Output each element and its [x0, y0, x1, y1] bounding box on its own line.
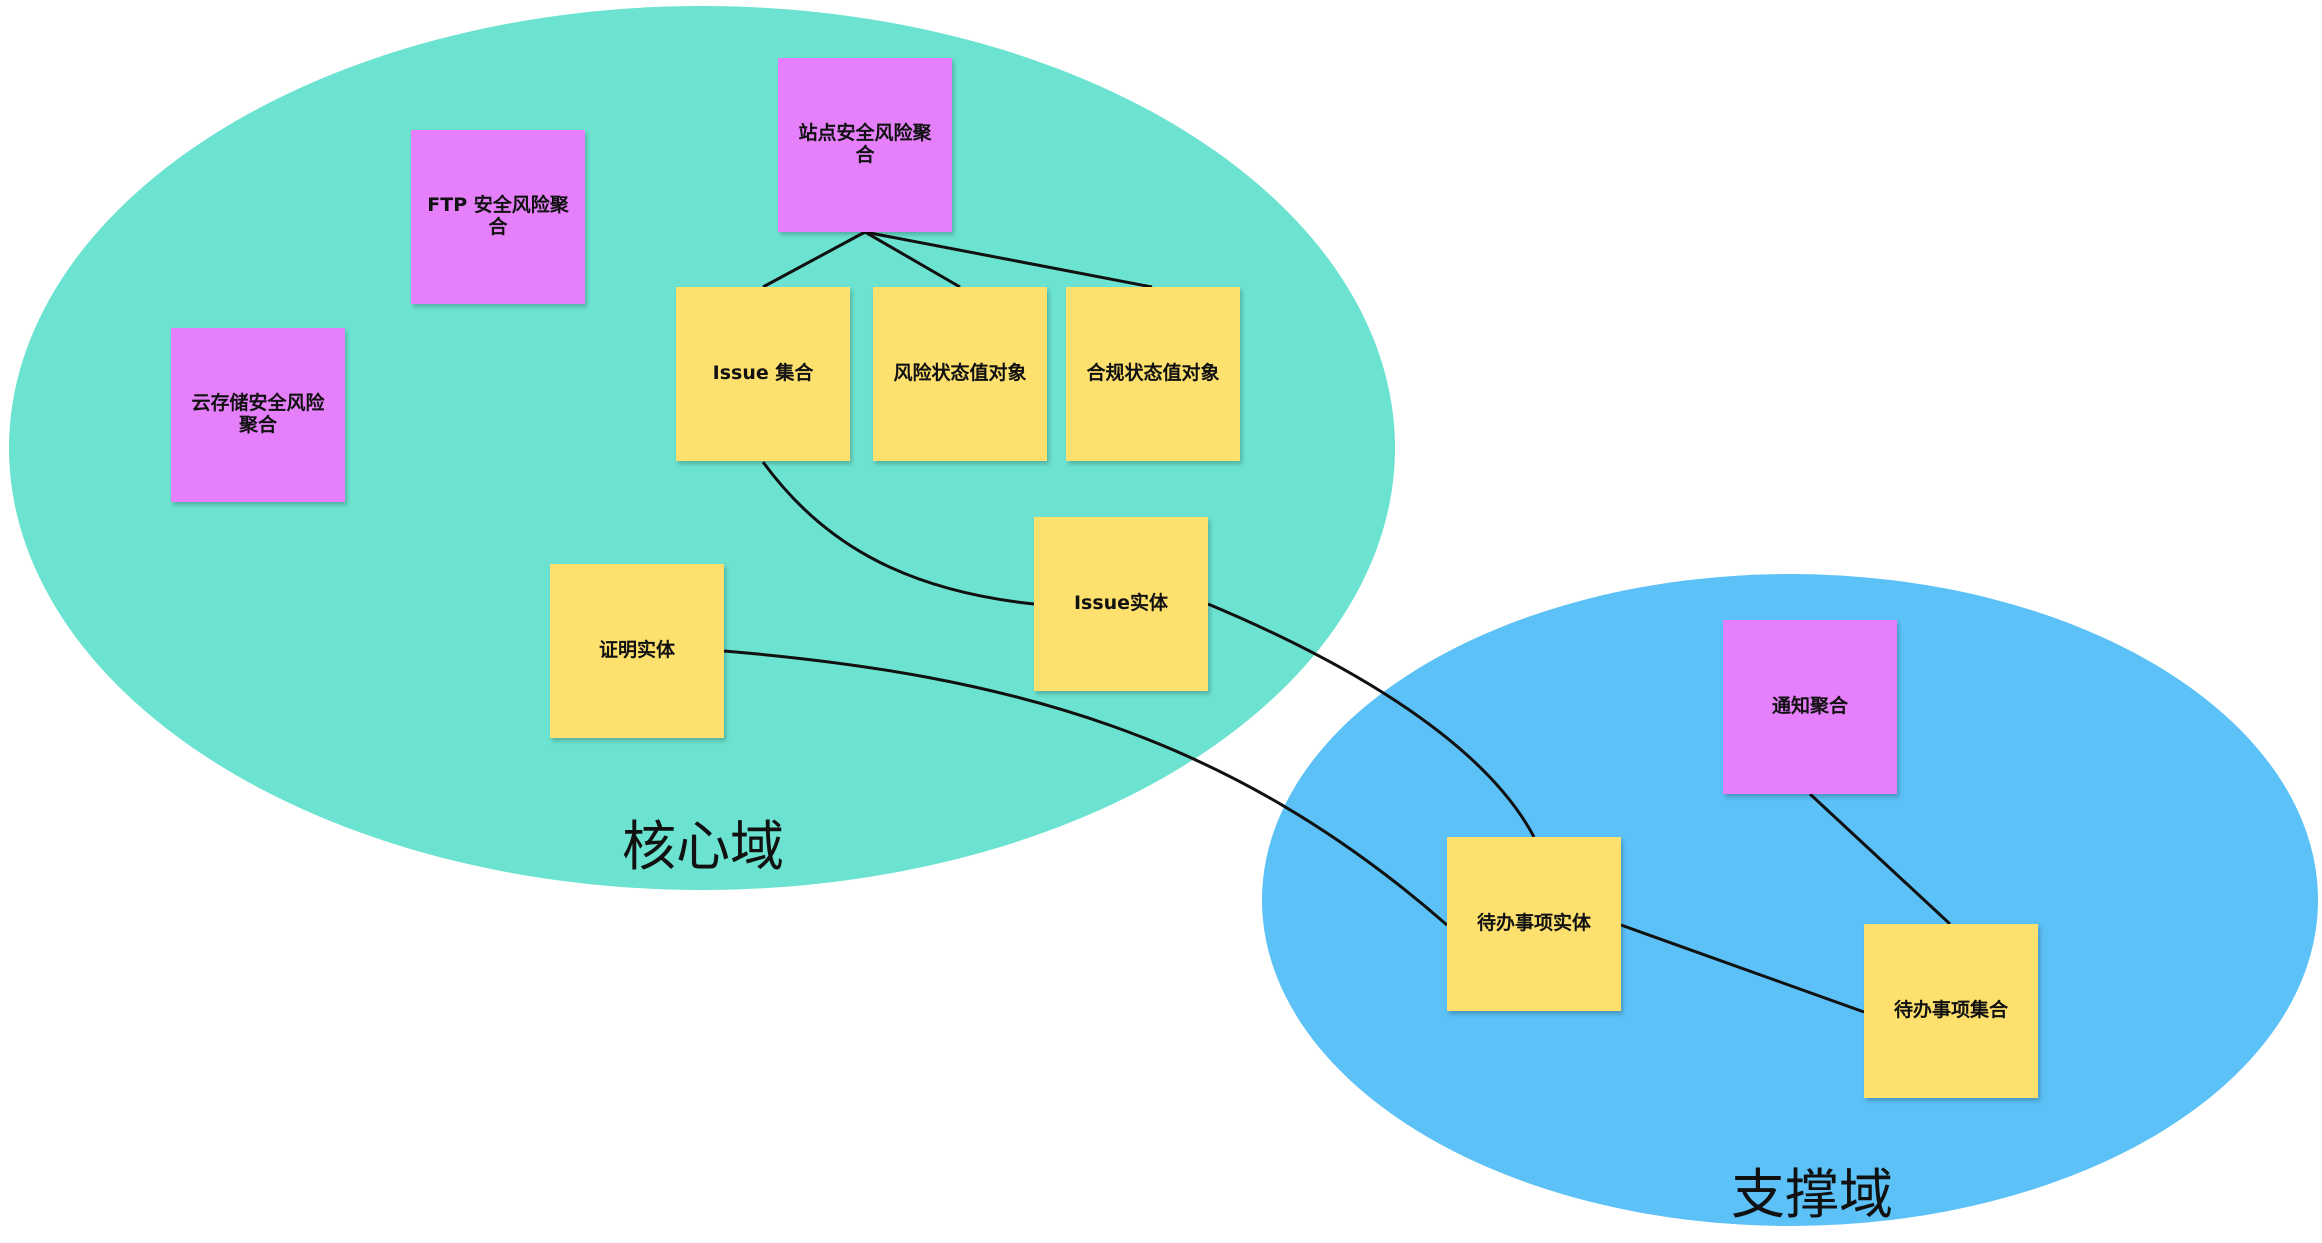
- sticky-note-cloud-storage-risk-aggregate[interactable]: 云存储安全风险聚合: [171, 328, 345, 502]
- connector-site-to-risk-status: [864, 230, 961, 289]
- connector-notification-to-todo-collection: [1808, 792, 1952, 926]
- sticky-note-issue-entity[interactable]: Issue实体: [1034, 517, 1208, 691]
- connector-site-to-issue-collection: [762, 230, 866, 289]
- sticky-note-compliance-status-value-object[interactable]: 合规状态值对象: [1066, 287, 1240, 461]
- connector-proof-entity-to-todo-entity: [723, 649, 1448, 927]
- sticky-note-notification-aggregate[interactable]: 通知聚合: [1723, 620, 1897, 794]
- sticky-note-todo-entity[interactable]: 待办事项实体: [1447, 837, 1621, 1011]
- sticky-note-risk-status-value-object[interactable]: 风险状态值对象: [873, 287, 1047, 461]
- sticky-note-issue-collection[interactable]: Issue 集合: [676, 287, 850, 461]
- connector-todo-entity-to-todo-collection: [1620, 923, 1865, 1014]
- sticky-note-site-risk-aggregate[interactable]: 站点安全风险聚合: [778, 58, 952, 232]
- connector-issue-entity-to-todo-entity: [1207, 602, 1536, 838]
- connector-issue-collection-to-issue-entity: [761, 461, 1035, 606]
- connector-site-to-compliance-status: [864, 230, 1153, 289]
- core-domain-label: 核心域: [622, 815, 784, 878]
- support-domain-label: 支撑域: [1731, 1163, 1893, 1226]
- support-domain-region: [1262, 574, 2318, 1226]
- sticky-note-todo-collection[interactable]: 待办事项集合: [1864, 924, 2038, 1098]
- sticky-note-proof-entity[interactable]: 证明实体: [550, 564, 724, 738]
- sticky-note-ftp-risk-aggregate[interactable]: FTP 安全风险聚合: [411, 130, 585, 304]
